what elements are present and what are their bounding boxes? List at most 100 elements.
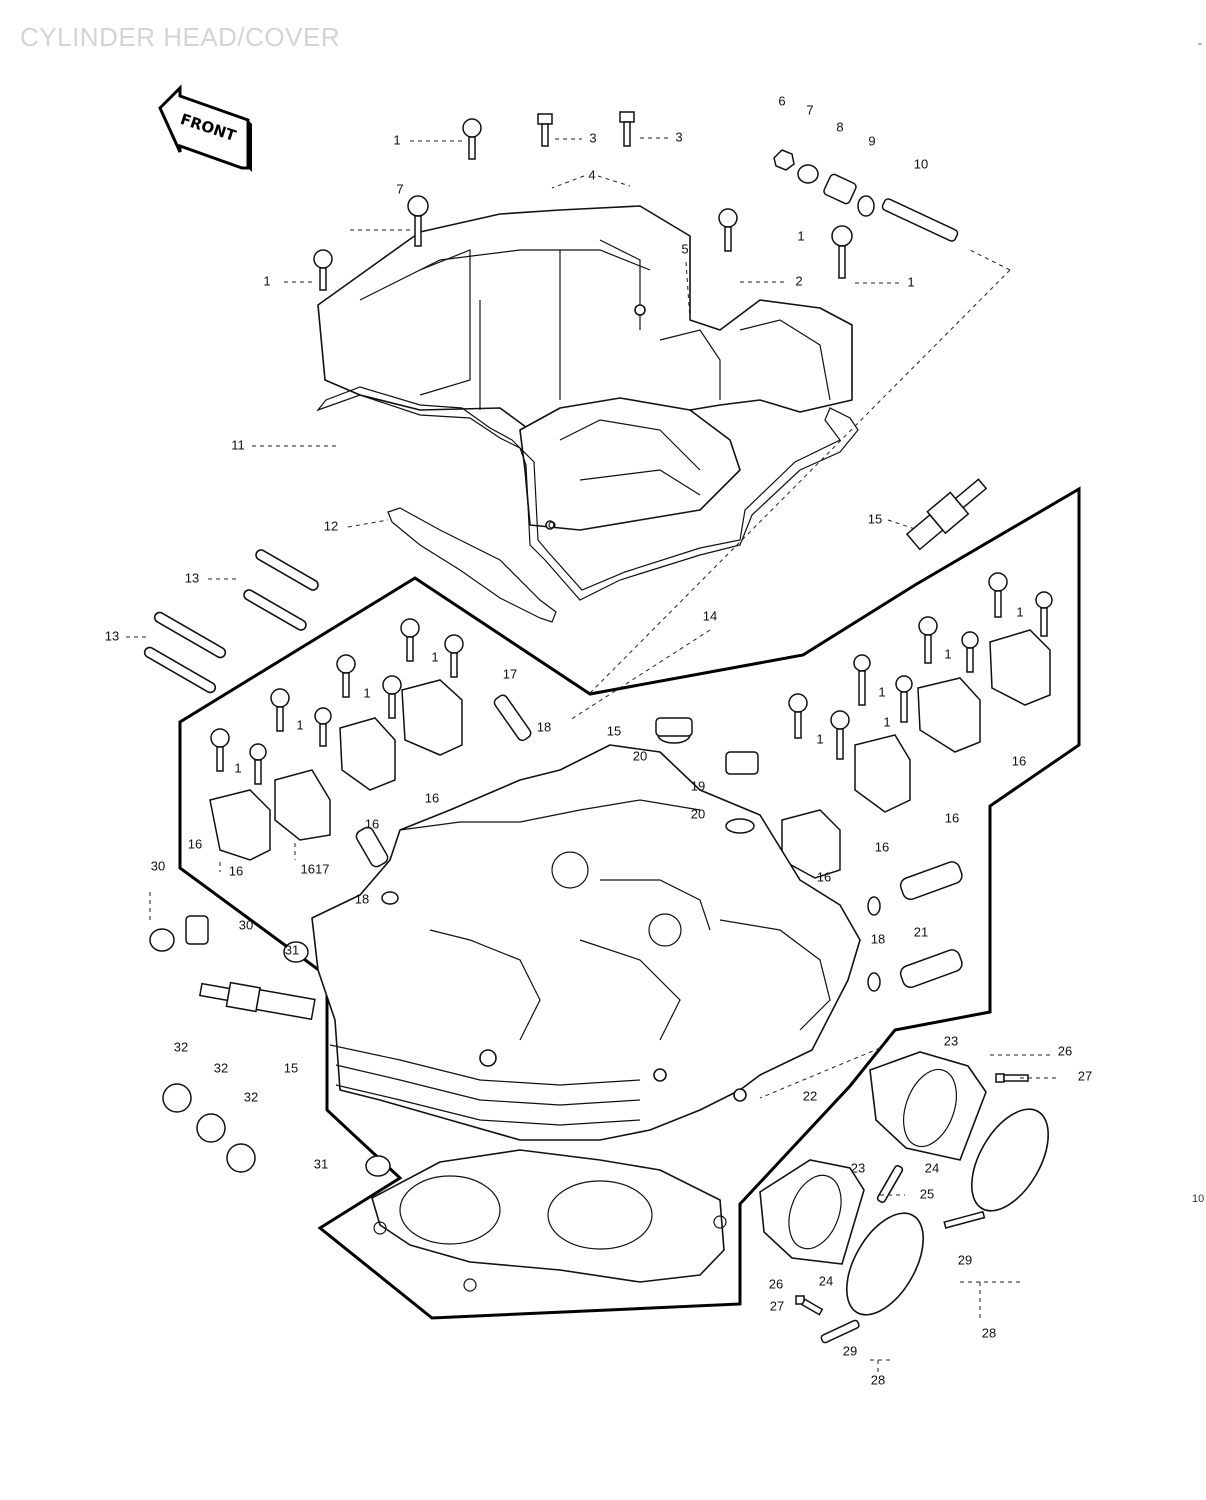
callout-c15b: 15 [607, 723, 621, 738]
callout-c12: 12 [324, 518, 338, 533]
front-direction-arrow-icon: FRONT [158, 84, 252, 172]
callout-c7b: 7 [396, 181, 403, 196]
bolt-icon [820, 1319, 860, 1344]
callout-c1k: 1 [878, 684, 885, 699]
head-cover-seal-strip [387, 507, 557, 623]
bolt-icon [407, 195, 429, 247]
callout-c16f: 16 [875, 839, 889, 854]
callout-c16h: 16 [817, 869, 831, 884]
callout-c25: 25 [920, 1186, 934, 1201]
callout-c16c: 16 [365, 816, 379, 831]
callout-c31a: 31 [285, 942, 299, 957]
callout-c24b: 24 [819, 1273, 833, 1288]
callout-c13b: 13 [105, 628, 119, 643]
bolt-icon [619, 111, 635, 147]
callout-c1f: 1 [431, 649, 438, 664]
callout-c5: 5 [681, 241, 688, 256]
callout-c20a: 20 [633, 748, 647, 763]
callout-c9: 9 [868, 133, 875, 148]
callout-c1i: 1 [296, 717, 303, 732]
callout-c16d: 16 [945, 810, 959, 825]
rocker-arm-icons [209, 629, 1051, 879]
oil-pipe-13 [143, 549, 319, 694]
bolt-icon [788, 693, 808, 739]
bolt-icon [961, 631, 979, 673]
callout-c3a: 3 [589, 130, 596, 145]
cylinder-head-boundary-outline [178, 486, 1081, 1320]
callout-c30a: 30 [151, 858, 165, 873]
cylinder-head-cover [317, 205, 853, 531]
bolt-icon [444, 634, 464, 678]
bolt-icon [831, 225, 853, 279]
callout-c6: 6 [778, 93, 785, 108]
bolt-icon [270, 688, 290, 732]
callout-c26a: 26 [1058, 1043, 1072, 1058]
callout-c1d: 1 [907, 274, 914, 289]
page-title: CYLINDER HEAD/COVER [20, 22, 341, 52]
bolt-icon [795, 1295, 824, 1316]
callout-c1a: 1 [393, 132, 400, 147]
bolt-icon [988, 572, 1008, 618]
spark-plug-icon [199, 478, 988, 1021]
bolt-icon [918, 616, 938, 664]
callout-c1g: 1 [944, 646, 951, 661]
bolt-icon [943, 1210, 986, 1229]
corner-mark: - [1198, 36, 1202, 50]
bolt-icon [314, 707, 332, 747]
callout-c1h: 1 [363, 685, 370, 700]
callout-c16e: 16 [188, 836, 202, 851]
callout-c18b: 18 [355, 891, 369, 906]
bolt-icon [537, 113, 553, 147]
callout-c16g: 16 [229, 863, 243, 878]
bolt-icon [400, 618, 420, 662]
oil-fitting-parts [773, 149, 959, 242]
cylinder-head-gasket [371, 1149, 727, 1292]
bolt-icon [1035, 591, 1053, 637]
callout-c29a: 29 [958, 1252, 972, 1267]
callout-c19: 19 [691, 778, 705, 793]
bolt-icon [718, 208, 738, 252]
bolt-icon [895, 675, 913, 723]
callout-c15a: 15 [868, 511, 882, 526]
bolt-icon [853, 654, 871, 706]
callout-c27b: 27 [770, 1298, 784, 1313]
callout-c22: 22 [803, 1088, 817, 1103]
callout-c17a: 17 [503, 666, 517, 681]
callout-c28b: 28 [871, 1372, 885, 1387]
callout-c3b: 3 [675, 129, 682, 144]
page-number-mark: 10 [1192, 1193, 1205, 1205]
bolt-icon [313, 249, 333, 291]
callout-c1e: 1 [1016, 604, 1023, 619]
callout-c15c: 15 [284, 1060, 298, 1075]
bolt-icon [382, 675, 402, 719]
callout-c16a: 16 [1012, 753, 1026, 768]
callout-c18c: 18 [871, 931, 885, 946]
callout-c4: 4 [588, 167, 595, 182]
callout-c32b: 32 [214, 1060, 228, 1075]
plug-caps [149, 915, 391, 1177]
callout-c24a: 24 [925, 1160, 939, 1175]
callout-c16b: 16 [425, 790, 439, 805]
callout-c2: 2 [795, 273, 802, 288]
bolt-icons [210, 111, 1053, 1344]
bolt-icon [830, 710, 850, 760]
callout-c28a: 28 [982, 1325, 996, 1340]
bolt-icon [462, 118, 482, 160]
callout-c1c: 1 [263, 273, 270, 288]
intake-holders [759, 1051, 1049, 1316]
callout-c13a: 13 [185, 570, 199, 585]
callout-c14: 14 [703, 608, 717, 623]
callout-c21: 21 [914, 924, 928, 939]
callout-c26b: 26 [769, 1276, 783, 1291]
bolt-icon [249, 743, 267, 785]
callout-c31b: 31 [314, 1156, 328, 1171]
callout-labels: 1 3 3 6 7 8 9 10 4 7 1 5 1 2 1 11 12 15 … [105, 93, 1092, 1387]
callout-c1j: 1 [234, 760, 241, 775]
callout-c23b: 23 [851, 1160, 865, 1175]
leader-lines [126, 137, 1060, 1374]
callout-c32c: 32 [244, 1089, 258, 1104]
callout-c29b: 29 [843, 1343, 857, 1358]
callout-c11: 11 [231, 437, 245, 452]
callout-c1b: 1 [797, 228, 804, 243]
